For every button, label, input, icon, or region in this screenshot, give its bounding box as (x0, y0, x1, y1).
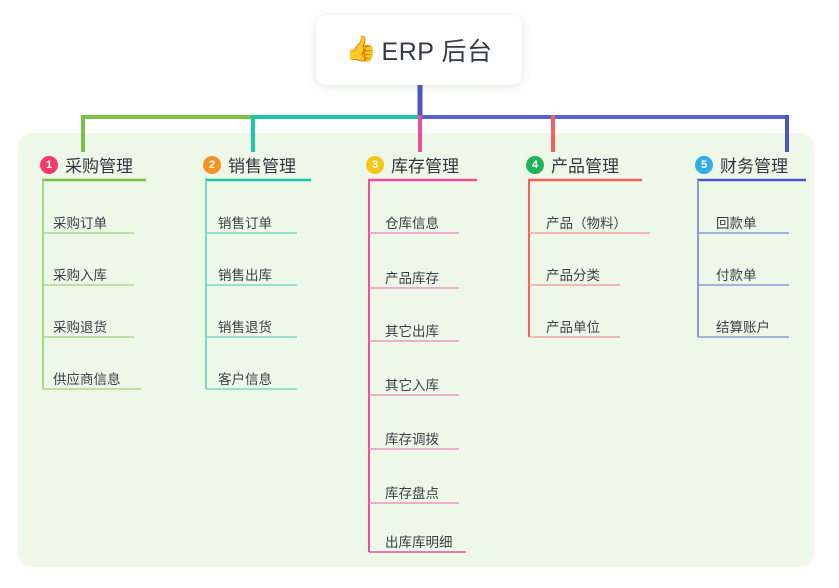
leaf-item[interactable]: 付款单 (716, 268, 757, 283)
branch-3-label: 库存管理 (391, 157, 459, 176)
branch-head-3[interactable]: 3 库存管理 (366, 152, 459, 177)
branch-5-number-badge: 5 (695, 155, 713, 174)
branch-head-5[interactable]: 5 财务管理 (695, 152, 788, 177)
branch-4-label: 产品管理 (551, 157, 619, 176)
branch-1-label: 采购管理 (65, 157, 133, 176)
leaf-item[interactable]: 产品分类 (546, 268, 600, 283)
leaf-item[interactable]: 采购入库 (53, 268, 107, 283)
leaf-item[interactable]: 出库库明细 (385, 535, 453, 550)
root-node-card[interactable]: 👍 ERP 后台 (316, 15, 522, 85)
root-title: ERP 后台 (381, 38, 493, 66)
leaf-item[interactable]: 结算账户 (716, 320, 770, 335)
leaf-item[interactable]: 回款单 (716, 216, 757, 231)
leaf-item[interactable]: 供应商信息 (53, 372, 121, 387)
leaf-item[interactable]: 库存盘点 (385, 486, 439, 501)
leaf-item[interactable]: 采购退货 (53, 320, 107, 335)
leaf-item[interactable]: 客户信息 (218, 372, 272, 387)
branch-1-number-badge: 1 (40, 155, 58, 174)
branch-3-number-badge: 3 (366, 155, 384, 174)
leaf-item[interactable]: 采购订单 (53, 216, 107, 231)
branch-2-number-badge: 2 (203, 155, 221, 174)
leaf-item[interactable]: 其它出库 (385, 324, 439, 339)
leaf-item[interactable]: 产品（物料） (546, 216, 627, 231)
leaf-item[interactable]: 库存调拨 (385, 432, 439, 447)
leaf-item[interactable]: 产品单位 (546, 320, 600, 335)
leaf-item[interactable]: 销售退货 (218, 320, 272, 335)
branch-head-4[interactable]: 4 产品管理 (526, 152, 619, 177)
leaf-item[interactable]: 产品库存 (385, 271, 439, 286)
branch-head-1[interactable]: 1 采购管理 (40, 152, 133, 177)
diagram-background-panel (18, 133, 814, 567)
thumbs-up-icon: 👍 (345, 34, 377, 63)
leaf-item[interactable]: 仓库信息 (385, 216, 439, 231)
branch-2-label: 销售管理 (228, 157, 296, 176)
branch-4-number-badge: 4 (526, 155, 544, 174)
leaf-item[interactable]: 其它入库 (385, 378, 439, 393)
leaf-item[interactable]: 销售出库 (218, 268, 272, 283)
branch-head-2[interactable]: 2 销售管理 (203, 152, 296, 177)
branch-5-label: 财务管理 (720, 157, 788, 176)
leaf-item[interactable]: 销售订单 (218, 216, 272, 231)
